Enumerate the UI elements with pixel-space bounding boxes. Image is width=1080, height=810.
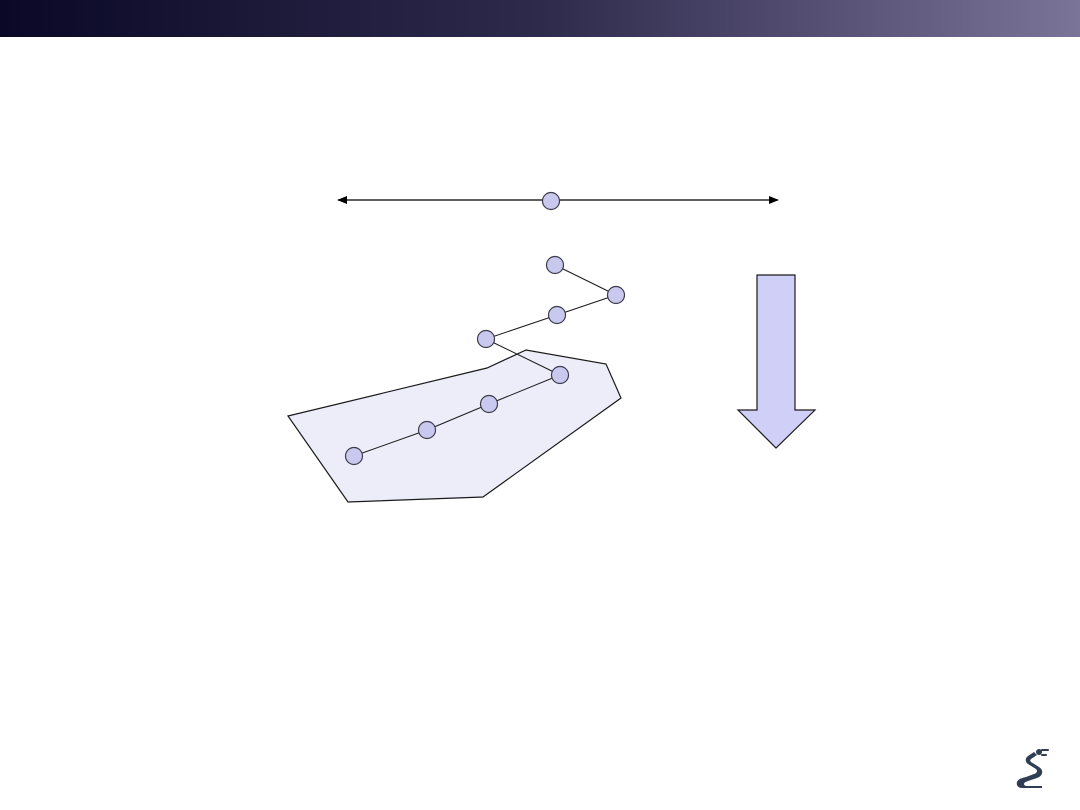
chain-node — [417, 420, 437, 440]
robot-arm-logo-icon — [1016, 749, 1049, 788]
chain-links — [353, 264, 617, 457]
header-bar — [0, 0, 1080, 37]
chain-nodes — [344, 255, 626, 466]
down-arrow — [736, 274, 817, 449]
shaded-region — [287, 349, 622, 503]
chain-node — [550, 365, 570, 385]
chain-node — [476, 329, 496, 349]
chain-node — [606, 285, 626, 305]
chain-node — [344, 446, 364, 466]
top-node — [541, 191, 561, 211]
chain-node — [545, 255, 565, 275]
chain-node — [547, 305, 567, 325]
chain-node — [479, 394, 499, 414]
